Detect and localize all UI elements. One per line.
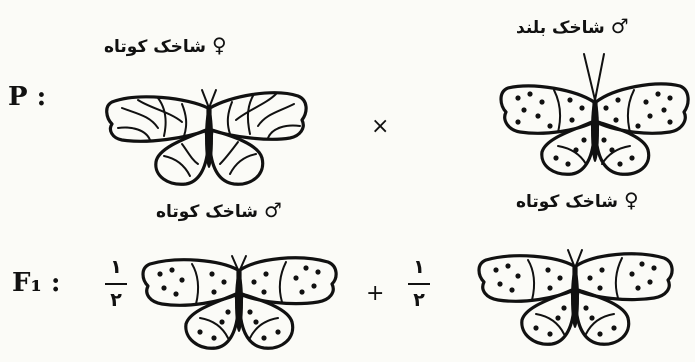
- p-male-trait: شاخک بلند: [516, 18, 605, 38]
- fraction-bar: [408, 283, 430, 285]
- fraction-numerator: ١: [413, 256, 425, 278]
- f1-male-trait: شاخک کوتاه: [156, 202, 258, 222]
- butterfly-spotted-long-antennae: [494, 40, 694, 180]
- butterfly-spotted-short-antennae-f1-female: [470, 236, 680, 356]
- p-female-trait: شاخک کوتاه: [104, 37, 206, 57]
- f1-female-trait: شاخک کوتاه: [516, 192, 618, 212]
- plus-symbol: +: [366, 281, 384, 306]
- fraction-numerator: ١: [110, 256, 122, 278]
- male-symbol: ♂: [611, 14, 629, 38]
- p-female-caption: ♀ شاخک کوتاه: [104, 33, 227, 57]
- butterfly-spotted-short-antennae-f1-male: [134, 252, 344, 362]
- f1-male-caption: ♂ شاخک کوتاه: [156, 198, 282, 222]
- p-male-caption: ♂ شاخک بلند: [516, 14, 629, 38]
- fraction-denominator: ٢: [110, 289, 122, 311]
- f1-generation-label: F₁ :: [12, 268, 61, 298]
- female-symbol: ♀: [624, 188, 639, 212]
- fraction-half-left: ١ ٢: [103, 258, 129, 310]
- fraction-half-right: ١ ٢: [406, 258, 432, 310]
- p-generation-label: P :: [8, 82, 46, 112]
- butterfly-veined-short-antennae: [98, 78, 318, 193]
- fraction-denominator: ٢: [413, 289, 425, 311]
- male-symbol: ♂: [264, 198, 282, 222]
- female-symbol: ♀: [212, 33, 227, 57]
- f1-female-caption: ♀ شاخک کوتاه: [516, 188, 639, 212]
- fraction-bar: [105, 283, 127, 285]
- cross-symbol: ×: [371, 114, 389, 139]
